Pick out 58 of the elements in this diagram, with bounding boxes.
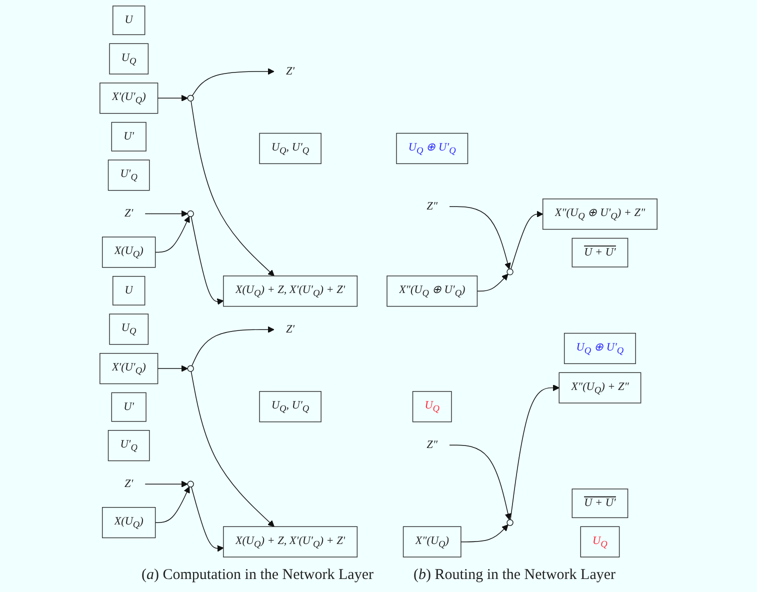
- node-box: [112, 6, 146, 36]
- arrow: [191, 486, 224, 552]
- node-box: [580, 526, 620, 558]
- arrow: [190, 100, 274, 276]
- caption-text: (b) Routing in the Network Layer: [413, 567, 616, 584]
- node-box: [396, 132, 468, 164]
- node-box: [111, 122, 146, 152]
- node-circle: [506, 268, 514, 276]
- arrow: [144, 210, 188, 217]
- arrow: [191, 326, 274, 366]
- arrow: [449, 206, 511, 270]
- caption-text: (a) Computation in the Network Layer: [141, 567, 374, 584]
- node-text: Z′: [286, 323, 295, 336]
- node-circle: [187, 365, 194, 372]
- node-box: [572, 238, 628, 268]
- node-box: [259, 132, 322, 164]
- node-box: [109, 43, 149, 74]
- arrow: [510, 384, 560, 520]
- arrow: [154, 486, 190, 523]
- arrow: [510, 210, 544, 270]
- node-text: Z″: [426, 438, 438, 451]
- node-box: [111, 392, 146, 422]
- node-box: [102, 236, 156, 268]
- node-box: [100, 352, 158, 384]
- arrow: [154, 216, 190, 253]
- node-box: [542, 198, 658, 230]
- node-text: Z′: [124, 478, 134, 490]
- node-circle: [187, 94, 194, 102]
- node-box: [102, 507, 156, 538]
- arrow: [157, 365, 188, 372]
- arrow: [144, 480, 188, 488]
- node-text: Z′: [124, 208, 134, 220]
- node-box: [259, 391, 322, 422]
- arrow: [190, 371, 274, 527]
- node-circle: [187, 480, 194, 488]
- node-circle: [187, 210, 194, 218]
- arrow: [476, 274, 508, 292]
- node-box: [558, 372, 642, 404]
- node-box: [108, 430, 150, 462]
- node-box: [572, 488, 628, 518]
- node-box: [223, 276, 358, 307]
- node-box: [564, 332, 636, 364]
- arrow: [190, 216, 224, 305]
- arrow: [192, 68, 274, 96]
- node-box: [402, 526, 462, 558]
- node-box: [112, 276, 146, 306]
- arrow: [449, 444, 512, 520]
- node-box: [412, 391, 452, 422]
- arrow: [460, 524, 508, 542]
- node-box: [108, 160, 150, 191]
- node-circle: [506, 519, 514, 526]
- arrow: [157, 94, 188, 102]
- node-box: [109, 314, 149, 345]
- node-box: [223, 526, 358, 558]
- node-text: Z″: [426, 200, 438, 212]
- node-text: Z′: [286, 65, 295, 78]
- node-box: [100, 82, 158, 114]
- node-box: [386, 276, 478, 307]
